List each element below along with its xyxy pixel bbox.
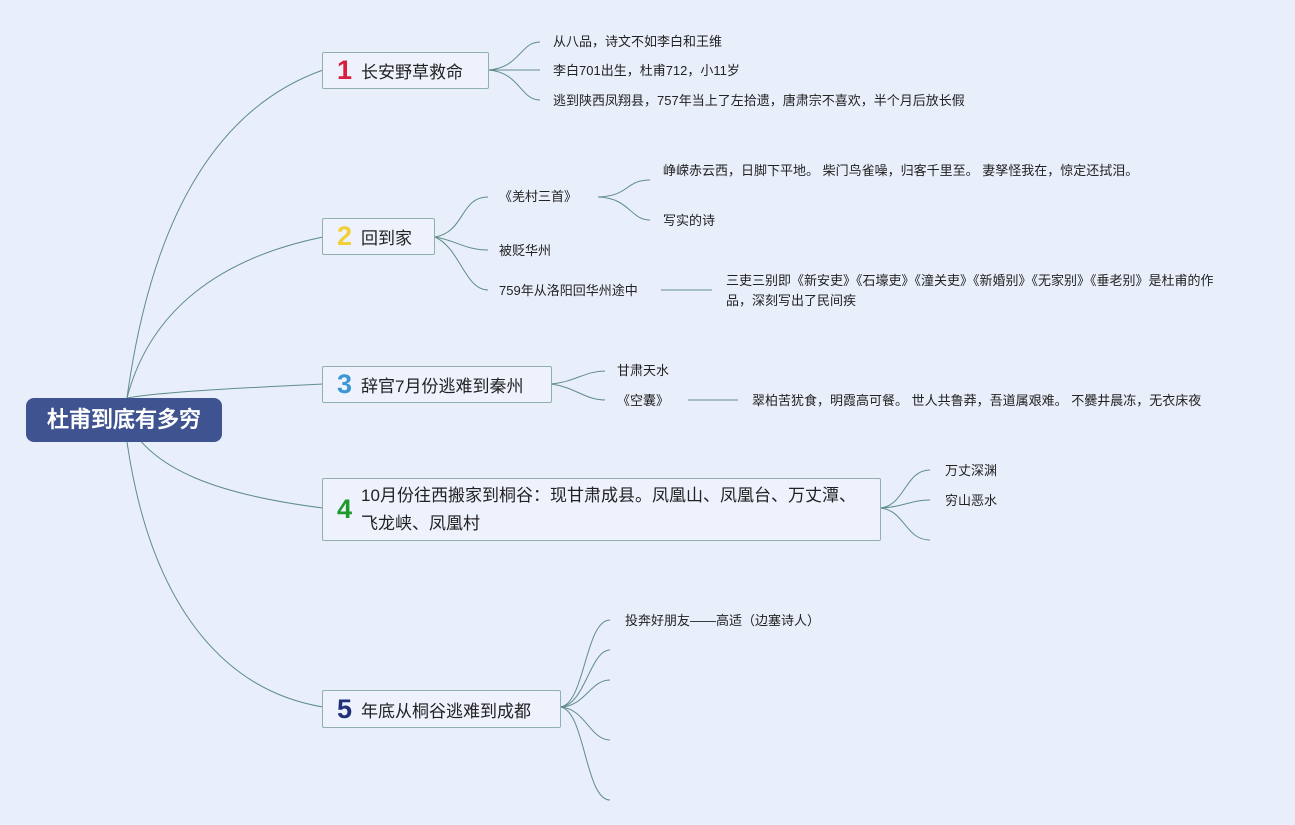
- topic-5[interactable]: 5 年底从桐谷逃难到成都: [322, 690, 561, 728]
- topic-3-item-1[interactable]: 甘肃天水: [617, 363, 670, 378]
- topic-2-item-2[interactable]: 被贬华州: [499, 243, 552, 258]
- topic-3-item-2[interactable]: 《空囊》: [617, 393, 670, 408]
- topic-2-item-3[interactable]: 759年从洛阳回华州途中: [499, 283, 638, 298]
- topic-5-label: 年底从桐谷逃难到成都: [361, 701, 532, 721]
- topic-1-item-2[interactable]: 李白701出生，杜甫712，小11岁: [553, 63, 740, 78]
- number-3-icon: 3: [337, 369, 353, 399]
- topic-4-label: 10月份往西搬家到桐谷：现甘肃成县。凤凰山、凤凰台、万丈潭、飞龙峡、凤凰村: [361, 485, 856, 533]
- topic-5-item-1[interactable]: 投奔好朋友——高适（边塞诗人）: [625, 613, 821, 628]
- topic-4[interactable]: 4 10月份往西搬家到桐谷：现甘肃成县。凤凰山、凤凰台、万丈潭、飞龙峡、凤凰村: [322, 478, 881, 541]
- number-2-icon: 2: [337, 221, 353, 251]
- number-1-icon: 1: [337, 55, 353, 85]
- topic-2-label: 回到家: [361, 229, 413, 248]
- topic-1-label: 长安野草救命: [361, 63, 464, 82]
- topic-2-item-1-child-2[interactable]: 写实的诗: [663, 213, 716, 228]
- number-5-icon: 5: [337, 693, 353, 724]
- topic-2-item-3-child-1[interactable]: 三吏三别即《新安吏》《石壕吏》《潼关吏》《新婚别》《无家别》《垂老别》是杜甫的作…: [726, 273, 1214, 308]
- topic-2[interactable]: 2 回到家: [322, 218, 435, 255]
- topic-4-item-1[interactable]: 万丈深渊: [945, 463, 998, 478]
- topic-4-item-2[interactable]: 穷山恶水: [945, 493, 998, 508]
- topic-2-item-1-child-1[interactable]: 峥嵘赤云西，日脚下平地。 柴门鸟雀噪，归客千里至。 妻孥怪我在，惊定还拭泪。: [663, 163, 1139, 178]
- topic-2-item-1[interactable]: 《羌村三首》: [499, 189, 578, 204]
- number-4-icon: 4: [337, 494, 353, 524]
- topic-1-item-1[interactable]: 从八品，诗文不如李白和王维: [553, 34, 723, 49]
- topic-3-label: 辞官7月份逃难到秦州: [361, 377, 524, 396]
- topic-3[interactable]: 3 辞官7月份逃难到秦州: [322, 366, 552, 403]
- root-topic[interactable]: 杜甫到底有多穷: [26, 398, 222, 442]
- topic-1-item-3[interactable]: 逃到陕西凤翔县，757年当上了左拾遗，唐肃宗不喜欢，半个月后放长假: [553, 93, 965, 108]
- topic-1[interactable]: 1 长安野草救命: [322, 52, 489, 89]
- topic-3-item-2-child-1[interactable]: 翠柏苦犹食，明霞高可餐。 世人共鲁莽，吾道属艰难。 不爨井晨冻，无衣床夜: [752, 393, 1202, 408]
